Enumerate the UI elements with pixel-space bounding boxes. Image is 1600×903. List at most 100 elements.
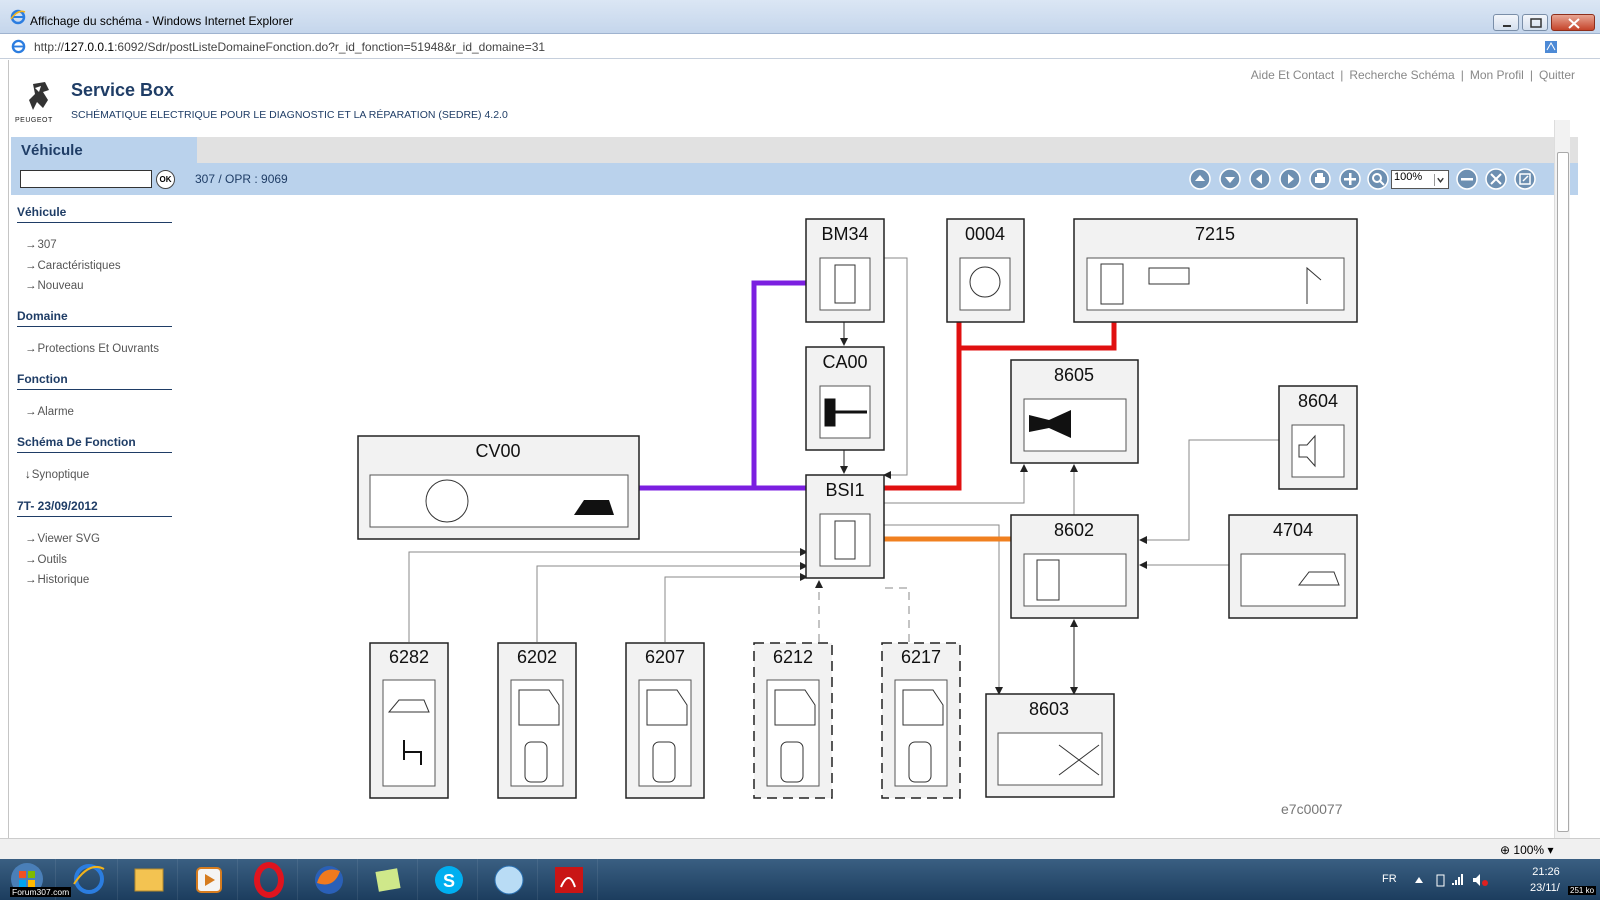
page-icon	[11, 39, 26, 54]
car-top-icon	[652, 741, 676, 783]
show-hidden-icon	[1415, 877, 1423, 883]
diagram-reference: e7c00077	[1281, 801, 1343, 817]
component-8602[interactable]: 8602	[1010, 514, 1139, 619]
tray-language[interactable]: FR	[1382, 873, 1397, 885]
component-8604[interactable]: 8604	[1278, 385, 1358, 490]
zoom-select[interactable]: 100%	[1391, 170, 1449, 189]
lion-icon	[29, 82, 49, 110]
wiring-diagram[interactable]: BM34 0004 7215	[9, 195, 1549, 835]
sidebar-item-protections[interactable]: →Protections Et Ouvrants	[25, 343, 159, 355]
svg-text:6212: 6212	[773, 647, 813, 667]
taskbar-opera[interactable]	[240, 859, 298, 900]
search-input[interactable]	[20, 170, 152, 188]
svg-text:6282: 6282	[389, 647, 429, 667]
ecu-icon	[834, 520, 856, 560]
arrow-right-icon: →	[25, 260, 37, 272]
arrow-right-icon: →	[25, 239, 37, 251]
magnifier-icon[interactable]	[1366, 167, 1390, 191]
app-subtitle: SCHÉMATIQUE ELECTRIQUE POUR LE DIAGNOSTI…	[71, 109, 508, 121]
wire-purple-cv00-bsi1	[639, 280, 809, 491]
link-profil[interactable]: Mon Profil	[1469, 68, 1524, 82]
start-button[interactable]: Forum307.com	[0, 859, 72, 900]
taskbar-notes[interactable]	[360, 859, 418, 900]
ok-button[interactable]: OK	[156, 170, 175, 189]
steering-wheel-icon	[425, 479, 469, 523]
scrollbar-thumb[interactable]	[1557, 152, 1569, 832]
sidebar-item-caracteristiques[interactable]: →Caractéristiques	[25, 260, 121, 272]
tab-vehicule[interactable]: Véhicule	[11, 137, 197, 163]
vertical-scrollbar[interactable]	[1554, 120, 1570, 882]
component-7215[interactable]: 7215	[1073, 218, 1358, 323]
component-ca00[interactable]: CA00	[805, 346, 885, 451]
arrow-right-icon[interactable]	[1278, 167, 1302, 191]
arrow-down-icon[interactable]	[1218, 167, 1242, 191]
tray-icons[interactable]	[1413, 873, 1493, 887]
address-bar[interactable]: http://127.0.0.1:6092/Sdr/postListeDomai…	[0, 35, 1600, 59]
sidebar-item-synoptique[interactable]: ↓Synoptique	[25, 469, 90, 481]
component-0004[interactable]: 0004	[946, 218, 1025, 323]
component-4704[interactable]: 4704	[1228, 514, 1358, 619]
taskbar-firefox[interactable]	[300, 859, 358, 900]
breadcrumb: 307 / OPR : 9069	[195, 172, 288, 186]
component-8603[interactable]: 8603	[985, 693, 1115, 798]
minimize-button[interactable]	[1493, 14, 1519, 31]
arrow-up-icon[interactable]	[1188, 167, 1212, 191]
component-cv00[interactable]: CV00	[357, 435, 640, 540]
media-player-icon	[196, 867, 222, 893]
component-6217[interactable]: 6217	[881, 642, 961, 799]
status-bar: ⊕ 100% ▾	[0, 838, 1600, 859]
component-6282[interactable]: 6282	[369, 642, 449, 799]
sidebar-item-historique[interactable]: →Historique	[25, 574, 90, 586]
sidebar-item-nouveau[interactable]: →Nouveau	[25, 280, 84, 292]
plus-icon[interactable]	[1338, 167, 1362, 191]
component-6207[interactable]: 6207	[625, 642, 705, 799]
status-zoom[interactable]: ⊕ 100% ▾	[1500, 843, 1554, 857]
arrow-right-icon: →	[25, 574, 37, 586]
wire-6202-bsi1	[536, 562, 808, 642]
taskbar-media[interactable]	[180, 859, 238, 900]
sidebar-item-outils[interactable]: →Outils	[25, 554, 67, 566]
component-6202[interactable]: 6202	[497, 642, 577, 799]
window-title: Affichage du schéma - Windows Internet E…	[30, 14, 294, 28]
taskbar-skype[interactable]: S	[420, 859, 478, 900]
maximize-button[interactable]	[1522, 14, 1548, 31]
svg-text:8602: 8602	[1054, 520, 1094, 540]
sidebar-item-viewer-svg[interactable]: →Viewer SVG	[25, 533, 100, 545]
wire-red-bsi1	[884, 322, 1117, 491]
component-6212[interactable]: 6212	[753, 642, 833, 799]
url-text[interactable]: http://127.0.0.1:6092/Sdr/postListeDomai…	[34, 40, 546, 54]
sidebar-item-307[interactable]: →307	[25, 239, 57, 251]
switch-icon	[403, 740, 422, 765]
sidebar-section-version: 7T- 23/09/2012	[17, 499, 172, 517]
toolbar: OK 307 / OPR : 9069 100%	[11, 163, 1578, 195]
svg-text:6207: 6207	[645, 647, 685, 667]
component-bm34[interactable]: BM34	[805, 218, 885, 323]
compatibility-icon[interactable]	[1544, 40, 1558, 54]
component-8605[interactable]: 8605	[1010, 359, 1139, 464]
link-recherche[interactable]: Recherche Schéma	[1349, 68, 1455, 82]
taskbar-ie[interactable]	[60, 859, 118, 900]
logo-text: PEUGEOT	[15, 117, 53, 124]
close-button[interactable]	[1551, 14, 1595, 31]
print-icon[interactable]	[1308, 167, 1332, 191]
fit-icon[interactable]	[1484, 167, 1508, 191]
svg-text:CA00: CA00	[822, 352, 867, 372]
taskbar-explorer[interactable]	[120, 859, 178, 900]
minus-icon[interactable]	[1455, 167, 1479, 191]
fullscreen-icon[interactable]	[1513, 167, 1537, 191]
sidebar-item-alarme[interactable]: →Alarme	[25, 406, 74, 418]
link-quitter[interactable]: Quitter	[1538, 68, 1575, 82]
link-aide[interactable]: Aide Et Contact	[1250, 68, 1335, 82]
ecu-icon	[1036, 559, 1060, 601]
taskbar-acrobat[interactable]	[540, 859, 598, 900]
header-links: Aide Et Contact|Recherche Schéma|Mon Pro…	[1250, 68, 1575, 82]
skype-icon: S	[435, 866, 463, 894]
arrow-left-icon[interactable]	[1248, 167, 1272, 191]
tab-bar: Véhicule	[11, 137, 1578, 163]
component-bsi1[interactable]: BSI1	[805, 474, 885, 579]
wire-bsi1-8603	[884, 524, 1003, 695]
arrow-right-icon: →	[25, 533, 37, 545]
taskbar-messenger[interactable]	[480, 859, 538, 900]
svg-text:6202: 6202	[517, 647, 557, 667]
